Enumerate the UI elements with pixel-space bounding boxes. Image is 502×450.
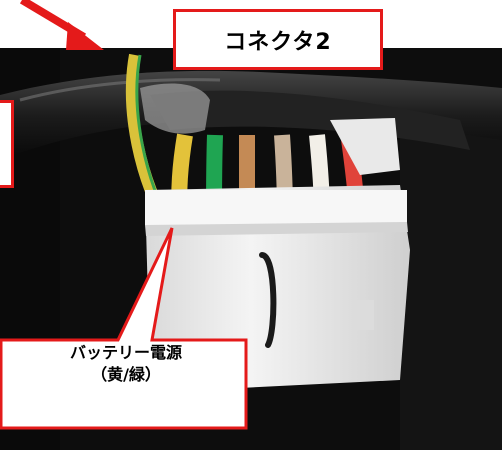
connector-collar bbox=[145, 190, 407, 225]
battery-label-line2: （黄/緑） bbox=[91, 365, 161, 384]
cable-highlight bbox=[19, 78, 221, 102]
left-label-box bbox=[0, 100, 14, 188]
connector-label: コネクタ2 bbox=[173, 9, 383, 70]
battery-callout-text: バッテリー電源 （黄/緑） bbox=[8, 342, 244, 386]
red-arrow-icon bbox=[19, 0, 104, 50]
connector-latch bbox=[259, 252, 277, 348]
connector-clip bbox=[330, 118, 400, 175]
electrical-tape bbox=[140, 83, 210, 134]
connector-collar-shadow bbox=[145, 222, 408, 236]
battery-label-line1: バッテリー電源 bbox=[69, 343, 182, 362]
background-panel bbox=[400, 110, 502, 450]
connector-side-slot bbox=[352, 300, 374, 330]
